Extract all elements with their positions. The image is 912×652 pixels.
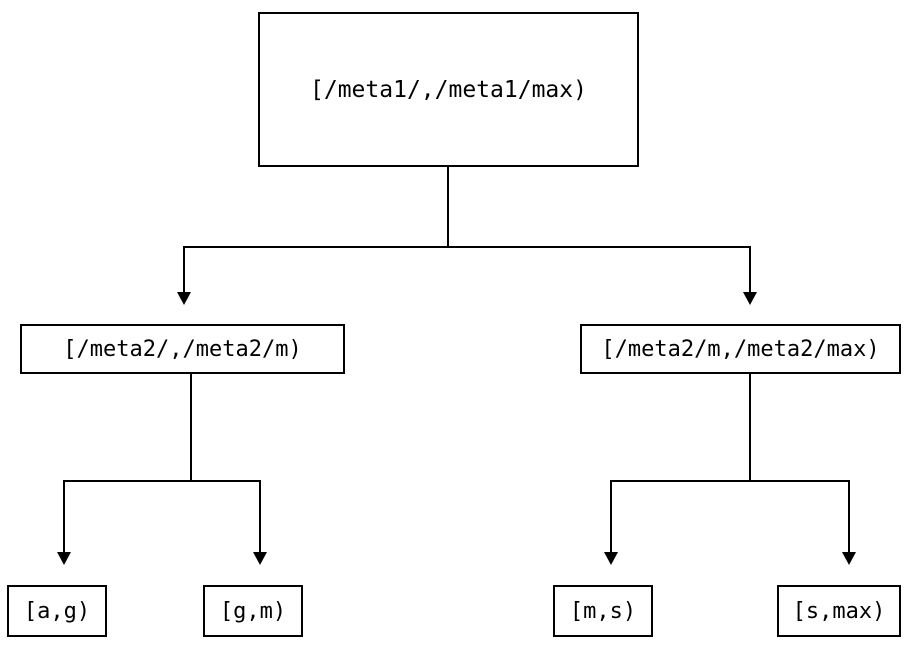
tree-node-mid-right: [/meta2/m,/meta2/max) [580,324,901,374]
edge-root-stem [447,167,449,248]
arrowhead-down-icon-leaf-4 [842,552,856,565]
tree-node-leaf-3: [m,s) [553,585,653,637]
edge-mid-right-to-leaf-4 [848,480,850,553]
tree-node-root: [/meta1/,/meta1/max) [258,12,639,167]
edge-root-to-mid-right [749,246,751,293]
edge-mid-left-to-leaf-2 [259,480,261,553]
arrowhead-down-icon-leaf-3 [604,552,618,565]
tree-node-mid-left: [/meta2/,/meta2/m) [20,324,345,374]
arrowhead-down-icon-leaf-1 [57,552,71,565]
arrowhead-down-icon-mid-left [177,292,191,305]
arrowhead-down-icon-mid-right [743,292,757,305]
tree-node-leaf-2: [g,m) [203,585,303,637]
edge-mid-right-bus [610,480,850,482]
edge-root-to-mid-left [183,246,185,293]
edge-mid-left-bus [63,480,261,482]
edge-mid-right-to-leaf-3 [610,480,612,553]
tree-node-leaf-1: [a,g) [7,585,107,637]
edge-mid-left-to-leaf-1 [63,480,65,553]
arrowhead-down-icon-leaf-2 [253,552,267,565]
edge-mid-right-stem [749,374,751,482]
edge-root-bus [183,246,751,248]
tree-node-leaf-4: [s,max) [777,585,901,637]
edge-mid-left-stem [190,374,192,482]
